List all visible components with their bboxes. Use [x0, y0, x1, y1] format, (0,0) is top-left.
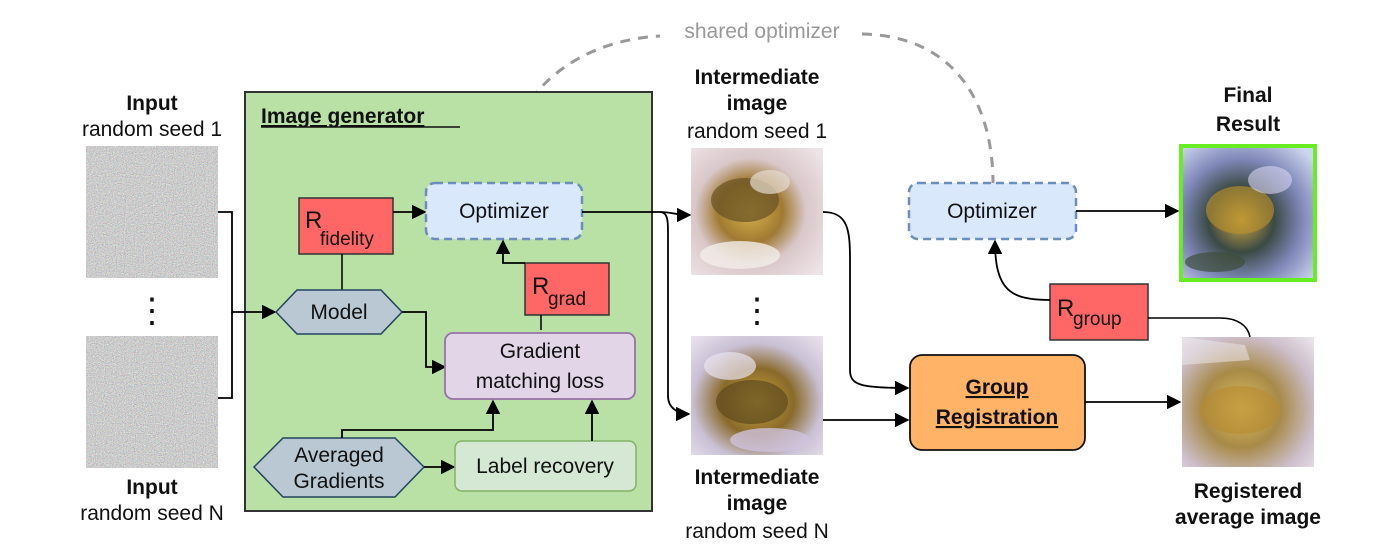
- final-result-image: [1179, 144, 1317, 282]
- generator-optimizer-box: [424, 181, 584, 241]
- generator-optimizer-label: Optimizer: [459, 200, 549, 223]
- intermediate-top-line3: random seed 1: [687, 120, 827, 143]
- svg-text:R: R: [305, 207, 322, 234]
- intermediate-top-line2: image: [727, 92, 788, 115]
- r-fidelity-sub: fidelity: [320, 229, 374, 250]
- input-noise-image-bottom: [86, 336, 218, 468]
- intermediate-image-top: [691, 148, 823, 275]
- r-group-base: R: [1057, 295, 1074, 322]
- intermediate-bottom-line2: image: [727, 492, 788, 515]
- gradient-matching-line2: matching loss: [476, 370, 604, 393]
- input-top-subtitle: random seed 1: [82, 118, 222, 141]
- gradient-matching-line1: Gradient: [500, 340, 581, 363]
- r-fidelity-base: R: [305, 207, 322, 234]
- model-label: Model: [310, 301, 367, 324]
- averaged-gradients-line2: Gradients: [293, 470, 384, 493]
- final-result-line2: Result: [1216, 113, 1280, 136]
- shared-optimizer-label: shared optimizer: [684, 20, 839, 43]
- r-group-sub: group: [1073, 309, 1122, 330]
- r-fidelity-box: [298, 197, 394, 255]
- r-grad-sub: grad: [548, 289, 586, 310]
- label-recovery-box: [454, 440, 637, 492]
- intermediate-ellipsis: ⋮: [740, 292, 774, 330]
- image-generator-title: Image generator: [261, 105, 424, 128]
- input-top-title: Input: [126, 92, 177, 115]
- group-registration-line2: Registration: [936, 406, 1059, 429]
- registered-line2: average image: [1175, 506, 1321, 529]
- intermediate-image-bottom: [691, 336, 823, 455]
- r-grad-box: [524, 262, 610, 316]
- input-bottom-subtitle: random seed N: [80, 502, 224, 525]
- right-optimizer-label: Optimizer: [947, 200, 1037, 223]
- label-recovery-label: Label recovery: [476, 455, 614, 478]
- gradient-matching-loss-box: [444, 332, 636, 400]
- group-registration-box: [909, 354, 1086, 451]
- r-grad-base: R: [532, 273, 549, 300]
- intermediate-bottom-line3: random seed N: [685, 520, 829, 543]
- averaged-gradients-line1: Averaged: [294, 444, 384, 467]
- input-noise-image-top: [86, 146, 218, 278]
- r-group-box: [1049, 283, 1149, 341]
- registered-average-image: [1182, 337, 1314, 467]
- group-registration-line1: Group: [966, 376, 1029, 399]
- intermediate-bottom-line1: Intermediate: [695, 466, 820, 489]
- input-ellipsis: ⋮: [135, 292, 169, 330]
- final-result-line1: Final: [1223, 84, 1272, 107]
- input-bottom-title: Input: [126, 476, 177, 499]
- registered-line1: Registered: [1194, 480, 1303, 503]
- intermediate-top-line1: Intermediate: [695, 66, 820, 89]
